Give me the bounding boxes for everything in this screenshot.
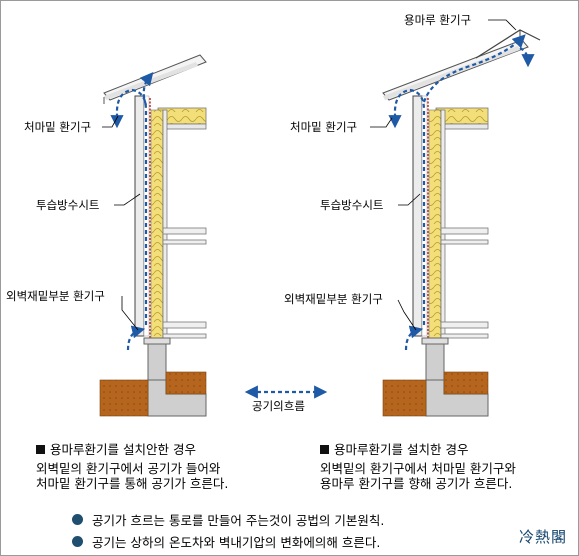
- left-airflow-up: [110, 88, 148, 325]
- caption-left-title: 용마루환기를 설치안한 경우: [50, 442, 196, 457]
- circle-bullet-icon: [72, 535, 83, 547]
- right-airflow-ridge-exit: [519, 47, 535, 68]
- square-bullet-icon: [36, 445, 45, 454]
- left-building: [99, 54, 207, 417]
- membrane-label-left: 투습방수시트: [36, 198, 99, 212]
- right-siding: [412, 95, 423, 337]
- right-foundation: [425, 339, 445, 381]
- list-item: 공기는 상하의 온도차와 벽내기압의 변화에의해 흐른다.: [72, 530, 384, 552]
- left-soil: [99, 379, 149, 417]
- bottom-vent-label-left: 외벽재밑부분 환기구: [6, 289, 105, 303]
- right-building: [382, 29, 541, 417]
- caption-right-line2: 용마루 환기구를 향해 공기가 흐른다.: [320, 476, 513, 491]
- list-item: 공기가 흐르는 통로를 만들어 주는것이 공법의 기본원칙.: [72, 508, 384, 530]
- eave-vent-label-right: 처마밑 환기구: [290, 120, 357, 134]
- eave-vent-label-left: 처마밑 환기구: [24, 120, 91, 134]
- square-bullet-icon: [320, 445, 329, 454]
- right-wall-insulation: [428, 109, 442, 339]
- left-wall-insulation: [150, 109, 164, 339]
- caption-right-line1: 외벽밑의 환기구에서 처마밑 환기구와: [320, 461, 516, 476]
- caption-left: 용마루환기를 설치안한 경우 외벽밑의 환기구에서 공기가 들어와 처마밑 환기…: [36, 442, 228, 491]
- brand-logo: 冷熱閣: [518, 528, 567, 546]
- right-soil: [382, 379, 427, 417]
- caption-left-line1: 외벽밑의 환기구에서 공기가 들어와: [36, 461, 221, 476]
- left-airflow-eave: [139, 71, 154, 106]
- right-airflow-bottom: [404, 325, 424, 351]
- caption-right-title: 용마루환기를 설치한 경우: [334, 442, 469, 457]
- leader-lines: [102, 19, 517, 331]
- principle-list: 공기가 흐르는 통로를 만들어 주는것이 공법의 기본원칙. 공기는 상하의 온…: [72, 508, 384, 552]
- left-siding: [134, 95, 145, 337]
- membrane-label-right: 투습방수시트: [320, 198, 383, 212]
- left-foundation: [147, 339, 167, 381]
- right-airflow-ridge: [422, 34, 526, 103]
- circle-bullet-icon: [72, 513, 83, 525]
- bottom-vent-label-right: 외벽재밑부분 환기구: [284, 292, 383, 306]
- caption-right: 용마루환기를 설치한 경우 외벽밑의 환기구에서 처마밑 환기구와 용마루 환기…: [320, 442, 516, 491]
- principle-text: 공기는 상하의 온도차와 벽내기압의 변화에의해 흐른다.: [92, 534, 381, 550]
- left-airflow-bottom: [126, 325, 146, 351]
- airflow-legend-label: 공기의흐름: [252, 399, 305, 413]
- principle-text: 공기가 흐르는 통로를 만들어 주는것이 공법의 기본원칙.: [92, 512, 385, 528]
- ridge-vent-label: 용마루 환기구: [404, 13, 471, 27]
- right-airflow-up: [388, 88, 426, 325]
- caption-left-line2: 처마밑 환기구를 통해 공기가 흐른다.: [36, 476, 229, 491]
